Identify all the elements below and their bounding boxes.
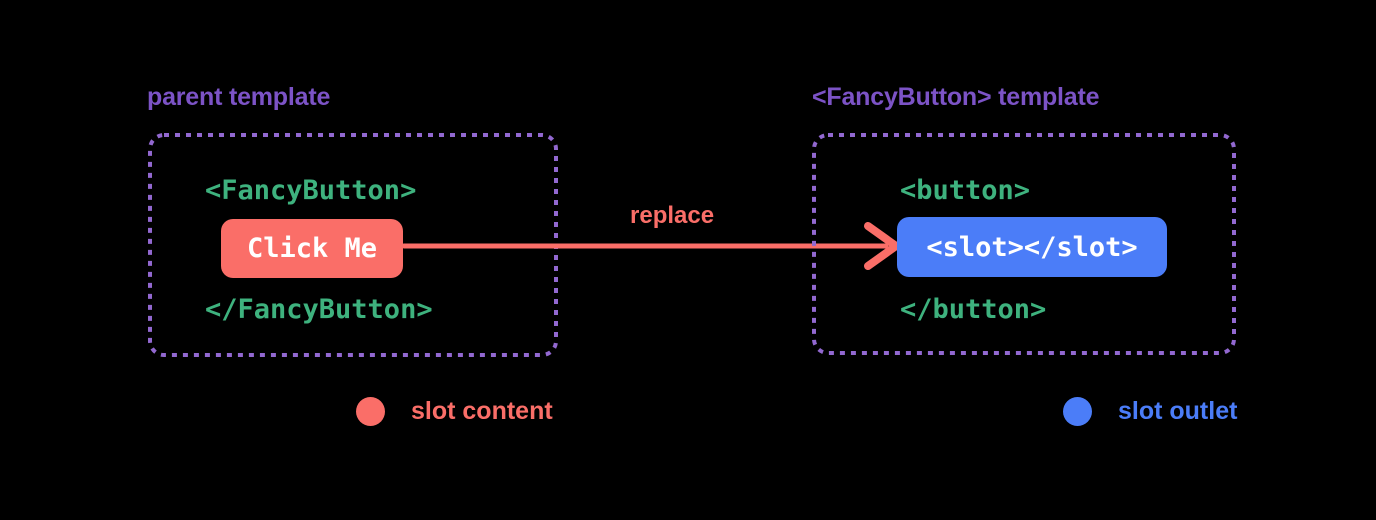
- legend-slot-outlet: slot outlet: [1063, 397, 1237, 426]
- click-me-label: Click Me: [246, 233, 378, 264]
- fancy-button-template-title: <FancyButton> template: [812, 83, 1100, 111]
- button-close-tag: </button>: [900, 294, 1047, 325]
- click-me-button: Click Me: [221, 219, 403, 278]
- parent-open-tag: <FancyButton>: [205, 175, 417, 206]
- replace-arrow: [400, 215, 910, 279]
- button-open-tag: <button>: [900, 175, 1031, 206]
- fancy-button-template-box: [812, 133, 1236, 355]
- parent-close-tag: </FancyButton>: [205, 294, 433, 325]
- slot-outlet-label: slot outlet: [1118, 397, 1238, 425]
- dashed-border: [812, 133, 1236, 355]
- slot-content-label: slot content: [411, 397, 553, 425]
- legend-slot-content: slot content: [356, 397, 553, 426]
- slot-content-dot-icon: [356, 397, 385, 426]
- slot-code-label: <slot></slot>: [926, 231, 1138, 263]
- parent-template-title: parent template: [147, 83, 331, 111]
- slot-outlet-box: <slot></slot>: [897, 217, 1167, 277]
- slot-outlet-dot-icon: [1063, 397, 1092, 426]
- replace-label: replace: [630, 202, 715, 229]
